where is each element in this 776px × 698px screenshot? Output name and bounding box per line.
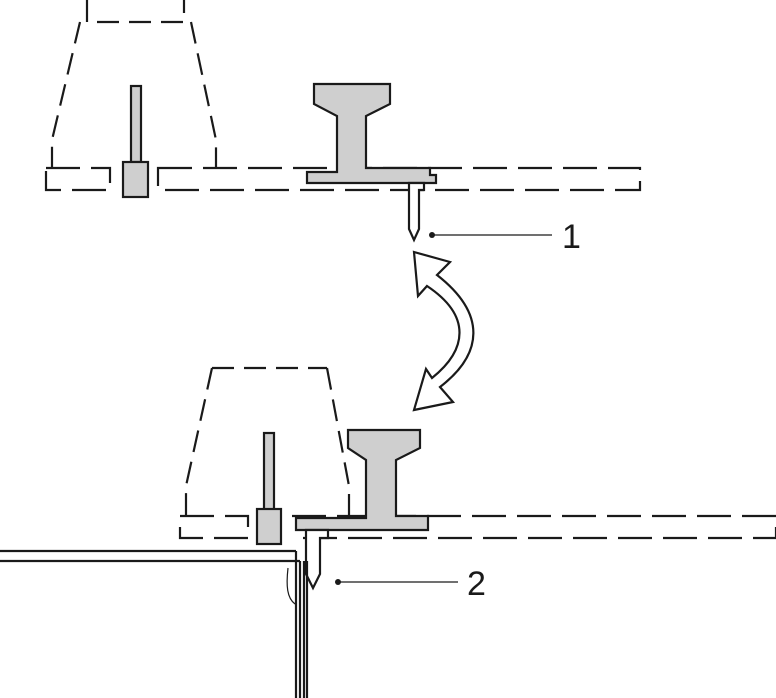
cabinet-panel <box>0 549 309 698</box>
top-guide-pin <box>129 84 143 164</box>
callout-label-1: 1 <box>562 218 581 256</box>
top-appliance-outline <box>50 0 218 168</box>
bottom-guide-base <box>255 507 283 546</box>
top-fixing-screw <box>407 181 426 243</box>
bottom-guide-pin <box>262 431 276 513</box>
bottom-worktop-dashed <box>178 514 776 540</box>
rotate-arrow-icon <box>412 250 475 412</box>
bottom-fixing-screw <box>304 528 330 591</box>
top-clamp-bracket <box>305 82 438 185</box>
top-guide-base <box>121 160 150 199</box>
callout-label-2: 2 <box>467 565 486 603</box>
callout-1: 1 <box>429 218 581 256</box>
bottom-appliance-outline <box>184 366 351 516</box>
top-worktop-dashed <box>44 166 642 192</box>
bottom-clamp-bracket <box>294 428 430 532</box>
callout-2: 2 <box>335 565 486 603</box>
